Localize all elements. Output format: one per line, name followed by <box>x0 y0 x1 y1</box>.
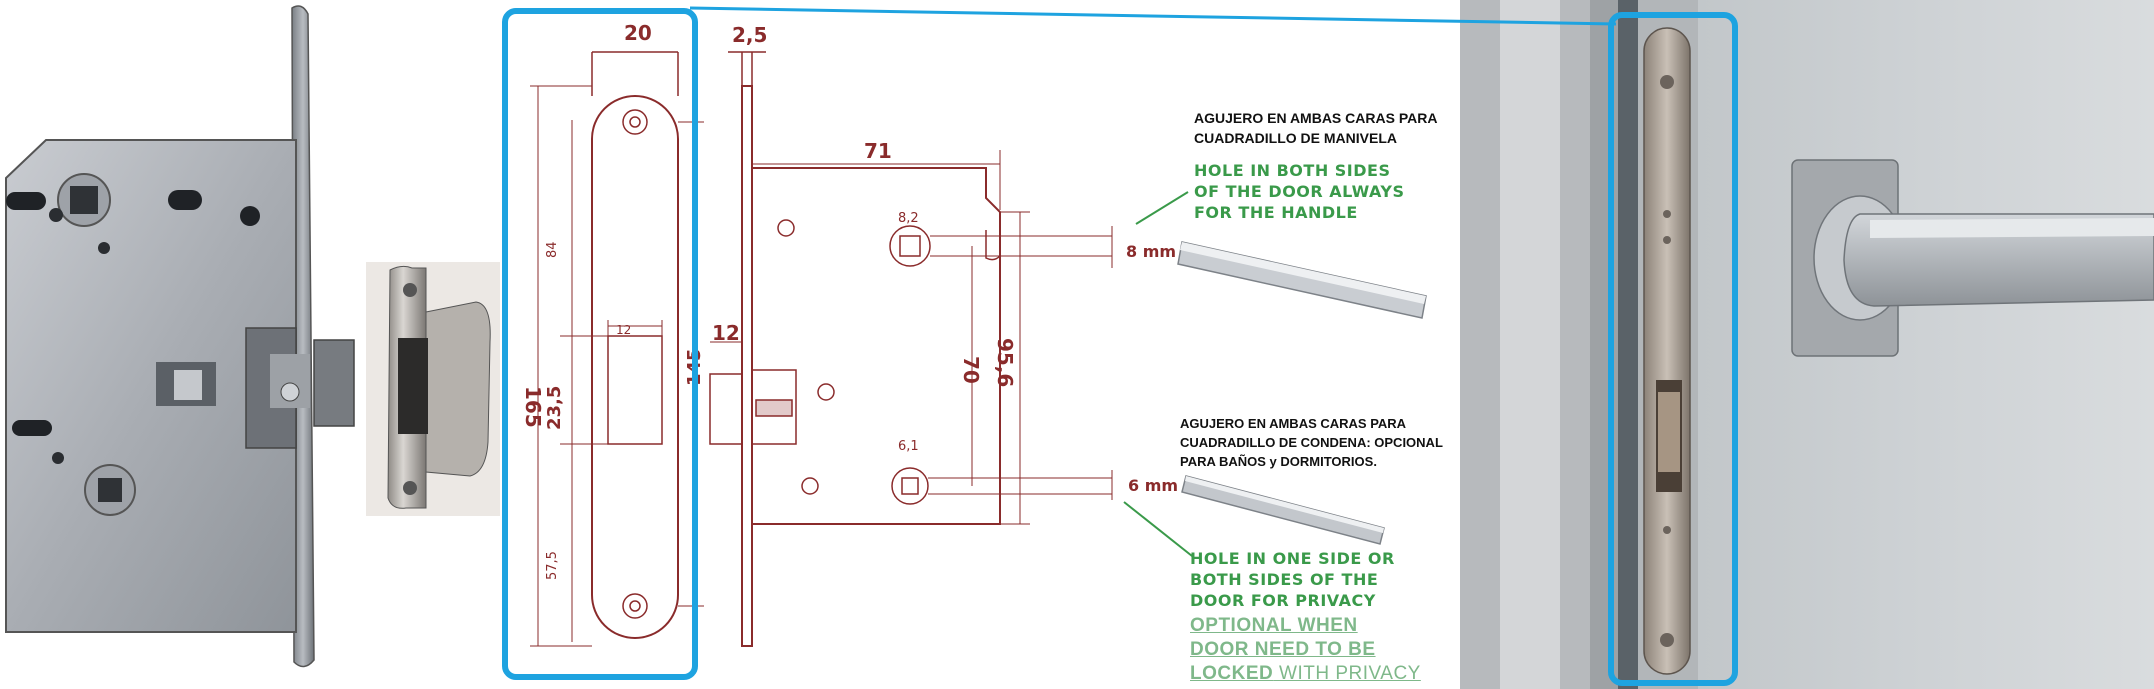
handle-note-en: HOLE IN BOTH SIDES OF THE DOOR ALWAYS FO… <box>1194 161 1405 222</box>
privacy-note-es: AGUJERO EN AMBAS CARAS PARA CUADRADILLO … <box>1180 416 1443 469</box>
dim-forend-thickness: 2,5 <box>732 23 767 47</box>
privacy-spindle-bar <box>1181 475 1385 545</box>
dim-privacy-spindle: 6 mm <box>1128 476 1178 495</box>
installed-forend-highlight-frame <box>1608 12 1738 686</box>
forend-highlight-frame <box>502 8 698 680</box>
strike-plate-photo <box>366 262 500 516</box>
dim-lower-segment: 57,5 <box>545 551 560 580</box>
dim-total-height: 165 <box>521 386 545 428</box>
dim-body-height: 95,6 <box>993 338 1017 387</box>
lock-body-photo <box>0 0 362 673</box>
dim-privacy-square: 6,1 <box>898 439 919 454</box>
dim-spindle-spacing: 70 <box>959 356 983 384</box>
dim-backset: 71 <box>864 139 892 163</box>
dim-handle-spindle: 8 mm <box>1126 242 1176 261</box>
dim-latch-width: 12 <box>616 323 631 337</box>
dim-upper-segment: 84 <box>545 241 560 258</box>
privacy-note-en: HOLE IN ONE SIDE OR BOTH SIDES OF THE DO… <box>1190 549 1395 610</box>
technical-drawing: 20 2,5 165 145 84 23,5 57,5 12 12 71 8,2… <box>521 21 1427 647</box>
dim-latch-projection: 12 <box>712 321 740 345</box>
dim-spindle-square: 8,2 <box>898 211 919 226</box>
optional-note: OPTIONAL WHEN DOOR NEED TO BE LOCKED WIT… <box>1190 615 1421 684</box>
dim-front-width: 20 <box>624 21 652 45</box>
dim-strike-height: 23,5 <box>544 386 565 430</box>
handle-note-es: AGUJERO EN AMBAS CARAS PARA CUADRADILLO … <box>1194 110 1438 146</box>
handle-spindle-bar <box>1177 241 1427 319</box>
